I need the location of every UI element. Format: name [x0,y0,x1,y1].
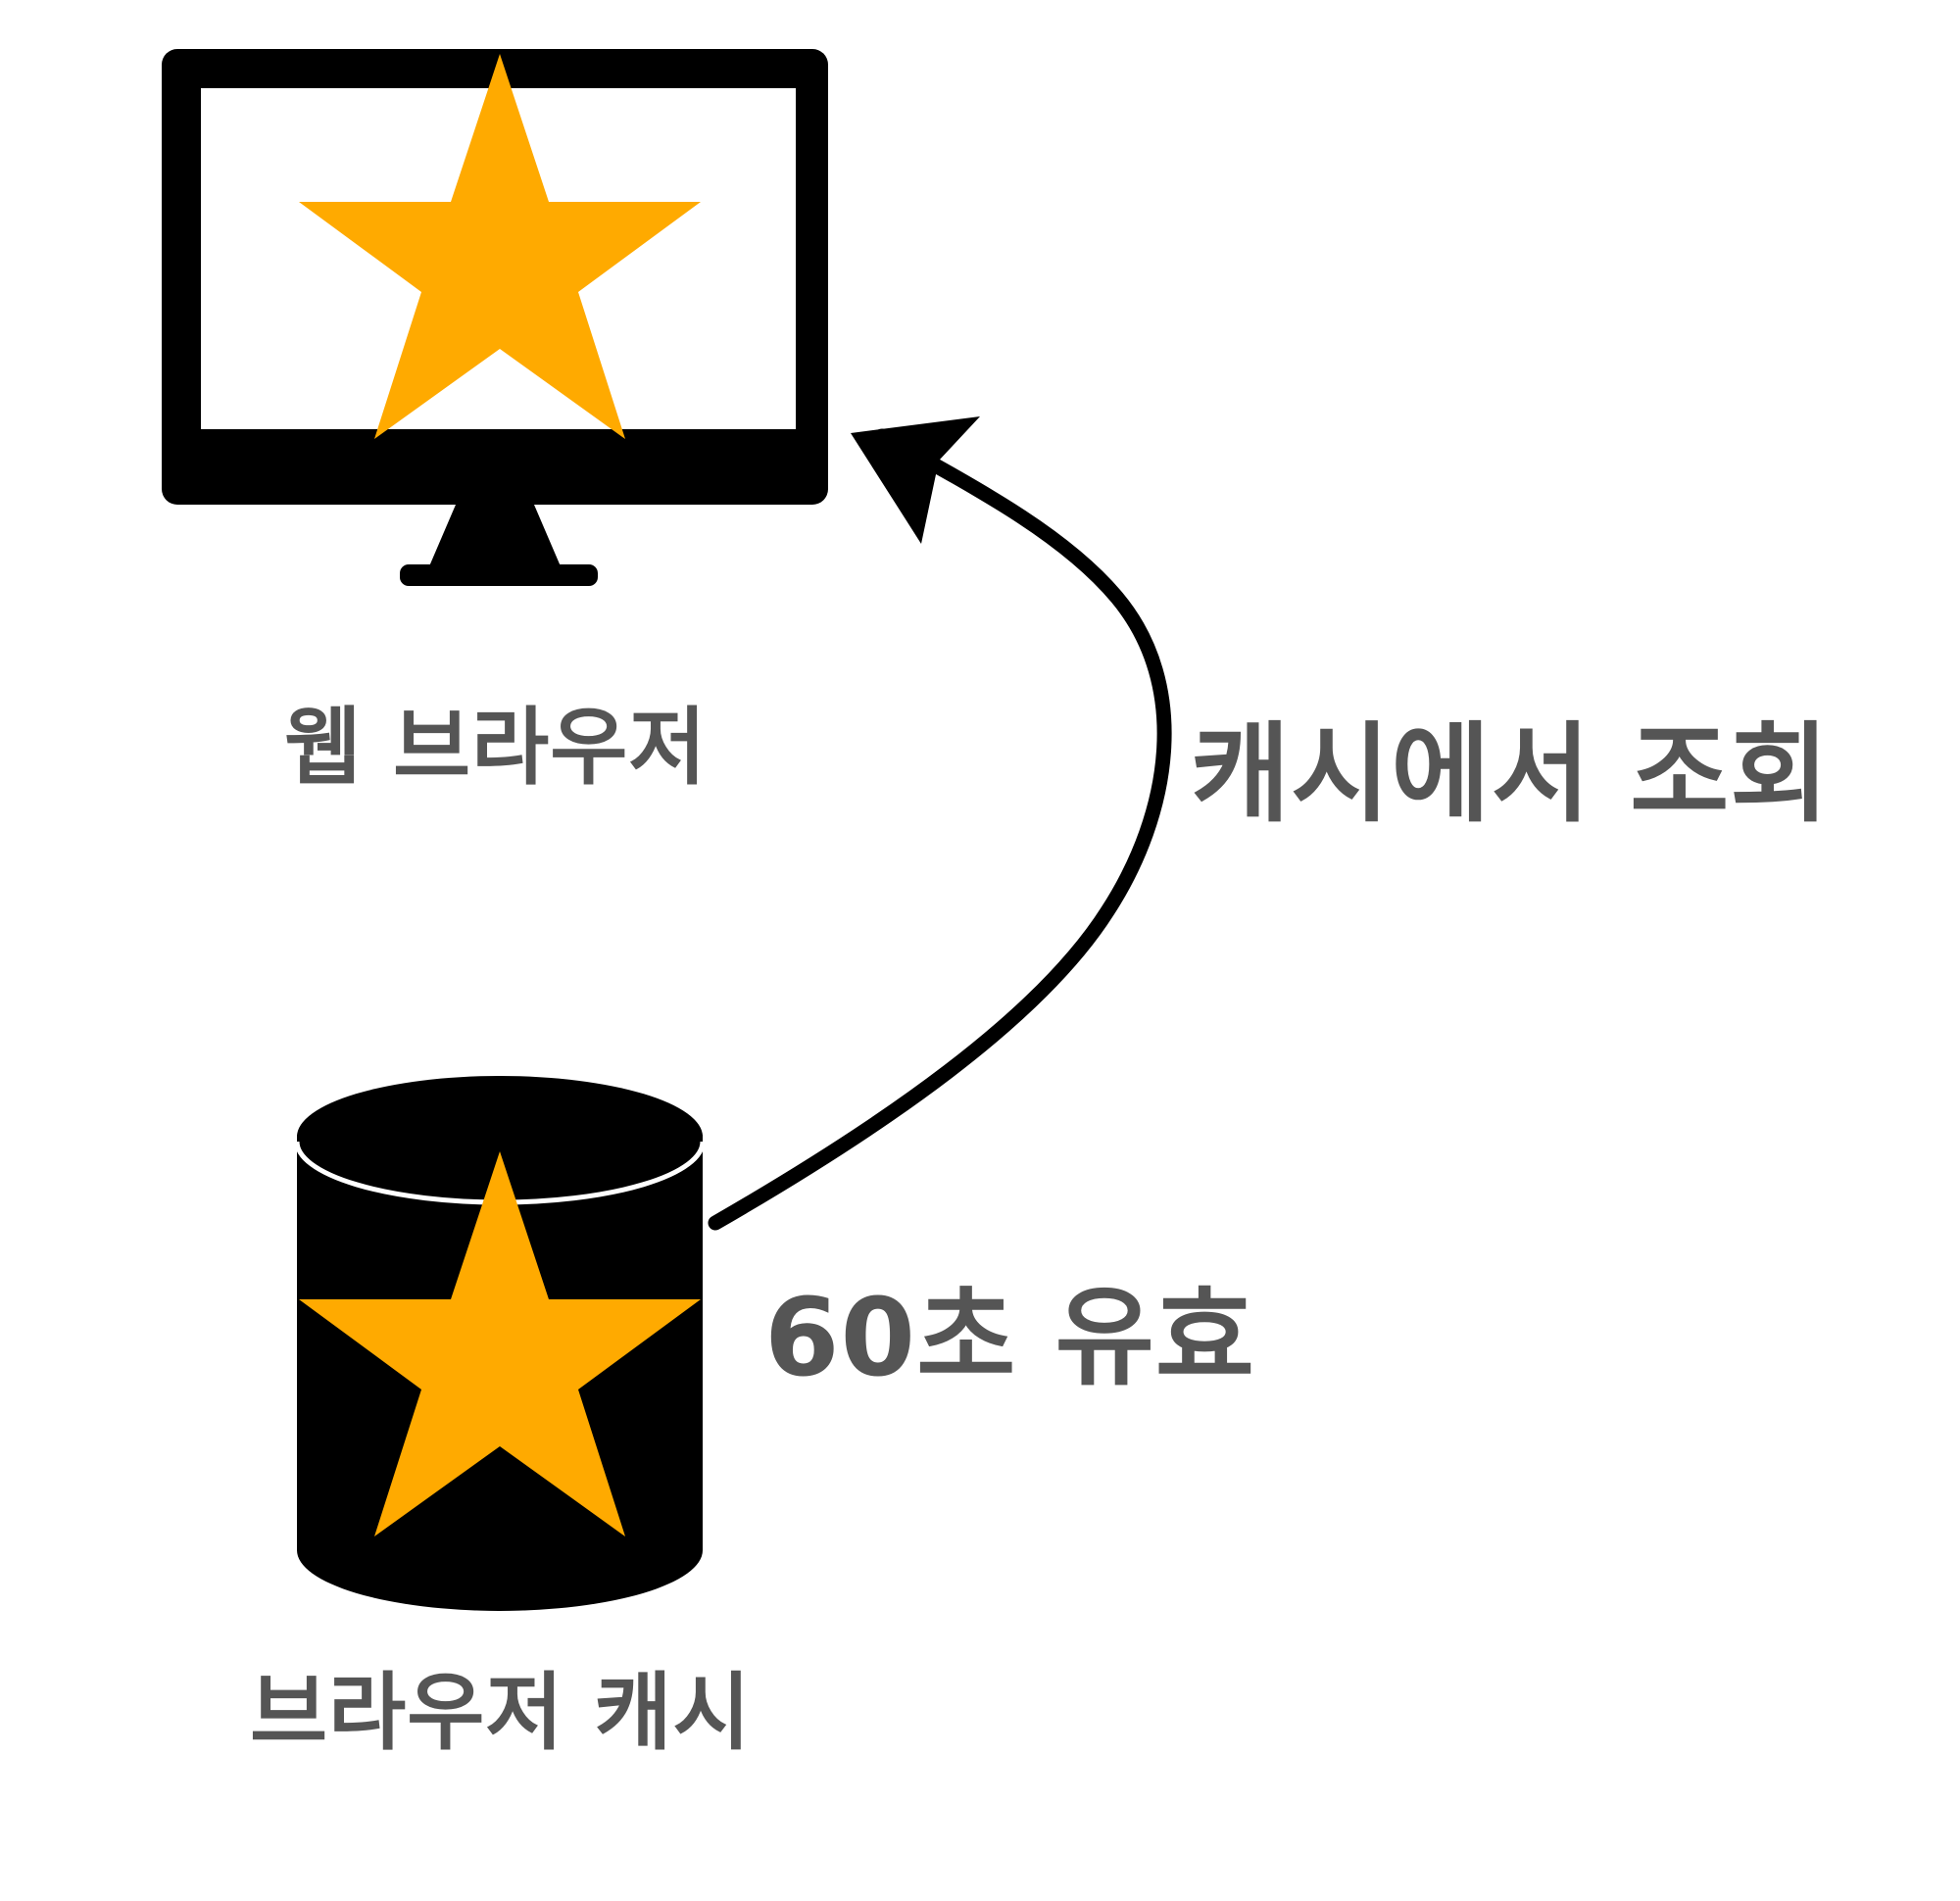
monitor-icon [162,49,828,586]
star-icon [299,54,701,439]
cache-ttl-note: 60초 유효 [764,1275,1255,1400]
curved-arrow-icon [708,416,1172,1231]
browser-label: 웹 브라우저 [284,699,708,797]
edge-label: 캐시에서 조회 [1191,711,1831,837]
star-icon [299,1151,701,1536]
cache-label: 브라우저 캐시 [250,1664,752,1762]
database-cylinder-icon [294,1076,706,1611]
